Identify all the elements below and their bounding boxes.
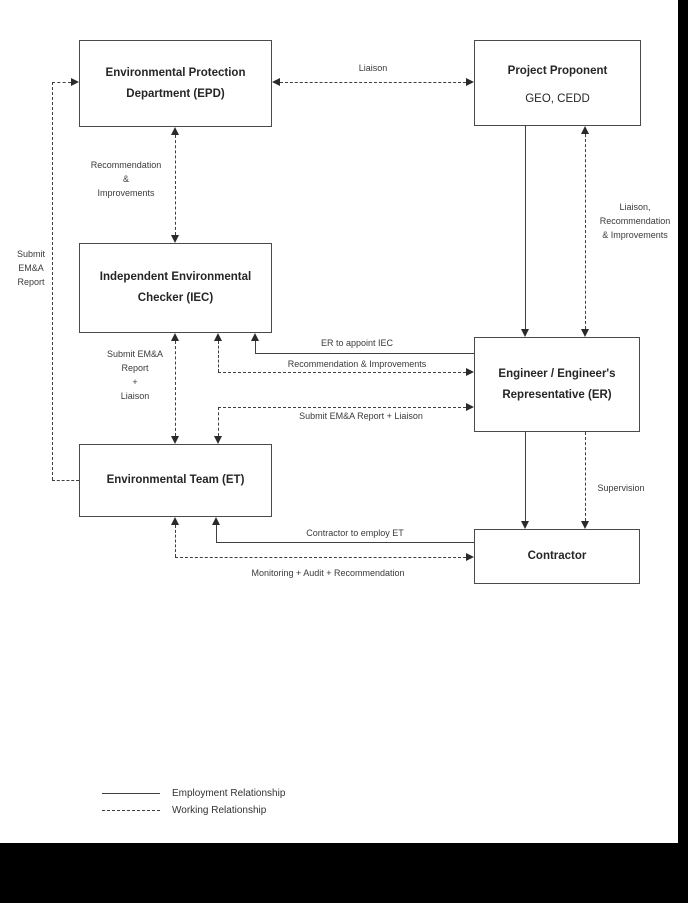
node-et-label: Environmental Team (ET) bbox=[106, 474, 245, 487]
arrow-down-icon bbox=[521, 521, 529, 529]
arrow-down-icon bbox=[171, 436, 179, 444]
edge-line-et-contractor-dashed-h bbox=[175, 557, 466, 558]
edge-line-er-contractor-solid bbox=[525, 432, 526, 521]
legend-working-line bbox=[102, 810, 160, 811]
edge-line-contractor-et-solid-v bbox=[216, 525, 217, 542]
node-et: Environmental Team (ET) bbox=[79, 444, 272, 517]
arrow-left-icon bbox=[272, 78, 280, 86]
edge-line-er-iec-solid-v bbox=[255, 341, 256, 353]
edge-label-submit-ema-report-liaison-v: Submit EM&A Report + Liaison bbox=[106, 349, 164, 401]
edge-line-contractor-et-solid-h bbox=[216, 542, 474, 543]
arrow-down-icon bbox=[521, 329, 529, 337]
edge-label-er-to-appoint-iec: ER to appoint IEC bbox=[320, 338, 394, 348]
arrow-up-icon bbox=[581, 126, 589, 134]
legend-employment-line bbox=[102, 793, 160, 794]
edge-label-liaison: Liaison bbox=[358, 63, 388, 73]
node-contractor-label: Contractor bbox=[527, 550, 587, 563]
edge-line-et-contractor-dashed-v bbox=[175, 525, 176, 557]
arrow-down-icon bbox=[214, 436, 222, 444]
arrow-down-icon bbox=[171, 235, 179, 243]
arrow-down-icon bbox=[581, 329, 589, 337]
node-project-proponent: Project Proponent GEO, CEDD bbox=[474, 40, 641, 126]
edge-label-recommendation-improvements-h: Recommendation & Improvements bbox=[287, 359, 427, 369]
edge-line-epd-proponent bbox=[280, 82, 466, 83]
arrow-down-icon bbox=[581, 521, 589, 529]
node-contractor: Contractor bbox=[474, 529, 640, 584]
node-iec-label: Independent Environmental Checker (IEC) bbox=[99, 271, 252, 304]
scan-border-bottom bbox=[0, 843, 688, 903]
edge-line-proponent-er-solid bbox=[525, 126, 526, 329]
edge-label-submit-ema-report-liaison-h: Submit EM&A Report + Liaison bbox=[299, 411, 423, 421]
arrow-right-icon bbox=[466, 403, 474, 411]
arrow-up-icon bbox=[212, 517, 220, 525]
edge-line-epd-iec bbox=[175, 135, 176, 235]
node-epd: Environmental Protection Department (EPD… bbox=[79, 40, 272, 127]
edge-line-iec-et bbox=[175, 341, 176, 436]
arrow-right-icon bbox=[466, 553, 474, 561]
node-er-label: Engineer / Engineer's Representative (ER… bbox=[498, 367, 616, 401]
edge-line-submit-ema-top bbox=[52, 82, 71, 83]
node-epd-label: Environmental Protection Department (EPD… bbox=[105, 66, 246, 100]
edge-label-submit-ema-report: Submit EM&A Report bbox=[16, 249, 45, 287]
arrow-right-icon bbox=[71, 78, 79, 86]
arrow-right-icon bbox=[466, 78, 474, 86]
legend-working-label: Working Relationship bbox=[172, 805, 267, 816]
node-project-proponent-sublabel: GEO, CEDD bbox=[525, 93, 590, 106]
edge-label-recommendation-improvements: Recommendation & Improvements bbox=[90, 160, 162, 198]
edge-line-proponent-er-dashed bbox=[585, 134, 586, 329]
edge-label-monitoring-audit-recommendation: Monitoring + Audit + Recommendation bbox=[251, 568, 405, 578]
node-project-proponent-label: Project Proponent bbox=[507, 64, 608, 77]
arrow-up-icon bbox=[171, 517, 179, 525]
edge-label-contractor-to-employ-et: Contractor to employ ET bbox=[306, 528, 404, 538]
arrow-up-icon bbox=[171, 127, 179, 135]
edge-line-submit-ema-vertical bbox=[52, 82, 53, 480]
edge-line-et-er-dashed-v bbox=[218, 407, 219, 436]
edge-line-er-iec-solid-h bbox=[255, 353, 474, 354]
arrow-up-icon bbox=[214, 333, 222, 341]
node-iec: Independent Environmental Checker (IEC) bbox=[79, 243, 272, 333]
node-er: Engineer / Engineer's Representative (ER… bbox=[474, 337, 640, 432]
edge-line-submit-ema-bottom bbox=[52, 480, 79, 481]
edge-line-er-contractor-dashed bbox=[585, 432, 586, 521]
edge-label-supervision: Supervision bbox=[597, 483, 645, 493]
edge-line-iec-er-dashed-h bbox=[218, 372, 466, 373]
edge-line-iec-er-dashed-v bbox=[218, 341, 219, 372]
legend-employment-label: Employment Relationship bbox=[172, 788, 286, 799]
arrow-up-icon bbox=[251, 333, 259, 341]
arrow-up-icon bbox=[171, 333, 179, 341]
scan-border-right bbox=[678, 0, 688, 903]
arrow-right-icon bbox=[466, 368, 474, 376]
edge-line-et-er-dashed-h bbox=[218, 407, 466, 408]
edge-label-liaison-recommendation-improvements: Liaison, Recommendation & Improvements bbox=[599, 202, 671, 240]
